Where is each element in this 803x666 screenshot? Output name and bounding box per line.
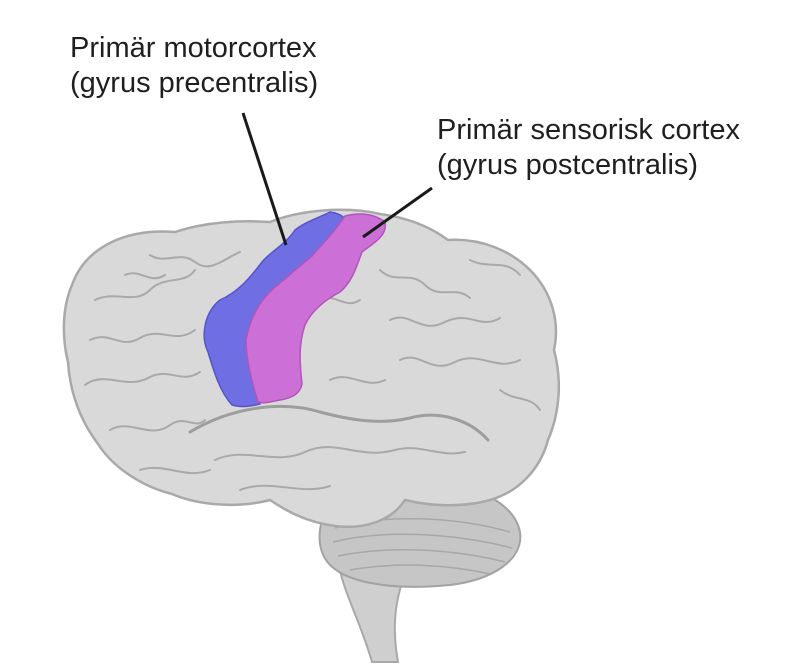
sensory-cortex-label: Primär sensorisk cortex (gyrus postcentr… xyxy=(437,113,740,183)
sensory-cortex-label-line2: (gyrus postcentralis) xyxy=(437,148,740,183)
motor-cortex-label-line1: Primär motorcortex xyxy=(70,31,318,66)
motor-cortex-label: Primär motorcortex (gyrus precentralis) xyxy=(70,31,318,101)
motor-cortex-label-line2: (gyrus precentralis) xyxy=(70,66,318,101)
sensory-cortex-label-line1: Primär sensorisk cortex xyxy=(437,113,740,148)
